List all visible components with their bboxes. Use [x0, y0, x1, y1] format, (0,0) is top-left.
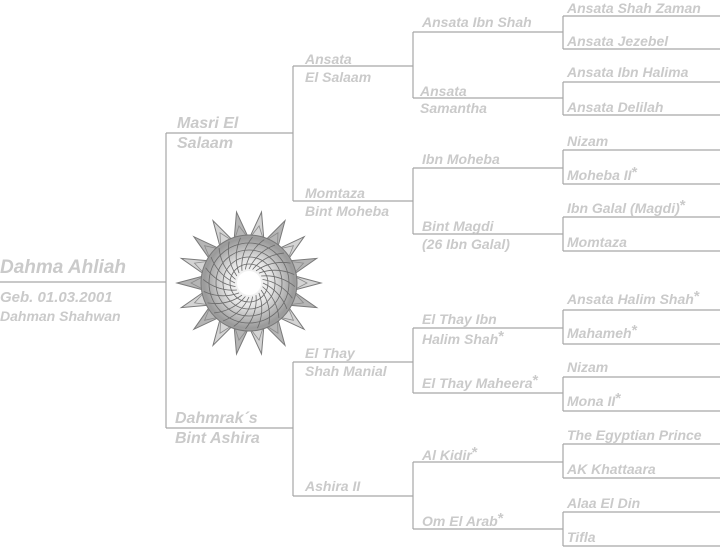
- grandparent-2-line1: Momtaza: [305, 184, 365, 202]
- sire-name-line1: Masri El: [177, 114, 238, 133]
- ancestor-g3-7: Al Kidir*: [422, 446, 478, 464]
- imported-star-icon: *: [632, 322, 638, 339]
- imported-star-icon: *: [472, 444, 478, 461]
- ancestor-g3-5-line2: Halim Shah*: [422, 330, 504, 348]
- ancestor-g3-2-line1: Ansata: [420, 82, 467, 100]
- ancestor-g4-5: Nizam: [567, 132, 608, 150]
- ancestor-g3-4-line1: Bint Magdi: [422, 217, 494, 235]
- grandparent-1-line1: Ansata: [305, 50, 352, 68]
- grandparent-3-line1: El Thay: [305, 344, 355, 362]
- imported-star-icon: *: [680, 197, 686, 214]
- ancestor-g4-2: Ansata Jezebel: [567, 32, 668, 50]
- ancestor-g4-13: The Egyptian Prince: [567, 426, 702, 444]
- subject-name: Dahma Ahliah: [0, 257, 126, 279]
- ancestor-g3-2-line2: Samantha: [420, 99, 487, 117]
- dam-name-line1: Dahmrak´s: [175, 409, 258, 428]
- ancestor-g4-12: Mona II*: [567, 392, 621, 410]
- ancestor-g3-4-line2: (26 Ibn Galal): [422, 235, 510, 253]
- imported-star-icon: *: [632, 164, 638, 181]
- grandparent-2-line2: Bint Moheba: [305, 202, 389, 220]
- subject-birth-date: Geb. 01.03.2001: [0, 289, 113, 307]
- ancestor-g3-5-line1: El Thay Ibn: [422, 310, 497, 328]
- grandparent-4-line1: Ashira II: [305, 477, 360, 495]
- ancestor-g4-8: Momtaza: [567, 233, 627, 251]
- ancestor-g4-7: Ibn Galal (Magdi)*: [567, 199, 686, 217]
- imported-star-icon: *: [694, 288, 700, 305]
- ancestor-g4-15: Alaa El Din: [567, 494, 640, 512]
- imported-star-icon: *: [498, 328, 504, 345]
- dam-name-line2: Bint Ashira: [175, 429, 260, 448]
- ancestor-g4-10: Mahameh*: [567, 324, 637, 342]
- ancestor-g4-9: Ansata Halim Shah*: [567, 290, 700, 308]
- ancestor-g4-14: AK Khattaara: [567, 460, 656, 478]
- ancestor-g3-8: Om El Arab*: [422, 512, 504, 530]
- ancestor-g4-4: Ansata Delilah: [567, 98, 663, 116]
- ancestor-g4-1: Ansata Shah Zaman: [567, 0, 701, 17]
- ancestor-g4-6: Moheba II*: [567, 166, 637, 184]
- imported-star-icon: *: [615, 390, 621, 407]
- ancestor-g3-1: Ansata Ibn Shah: [422, 13, 532, 31]
- ancestor-g3-6: El Thay Maheera*: [422, 374, 538, 392]
- subject-breeder: Dahman Shahwan: [0, 308, 121, 324]
- rosette-emblem-icon: [174, 208, 324, 358]
- grandparent-1-line2: El Salaam: [305, 68, 371, 86]
- ancestor-g3-3: Ibn Moheba: [422, 150, 500, 168]
- sire-name-line2: Salaam: [177, 134, 233, 153]
- ancestor-g4-11: Nizam: [567, 358, 608, 376]
- ancestor-g4-16: Tifla: [567, 528, 596, 546]
- imported-star-icon: *: [498, 510, 504, 527]
- grandparent-3-line2: Shah Manial: [305, 362, 387, 380]
- ancestor-g4-3: Ansata Ibn Halima: [567, 63, 688, 81]
- imported-star-icon: *: [533, 372, 539, 389]
